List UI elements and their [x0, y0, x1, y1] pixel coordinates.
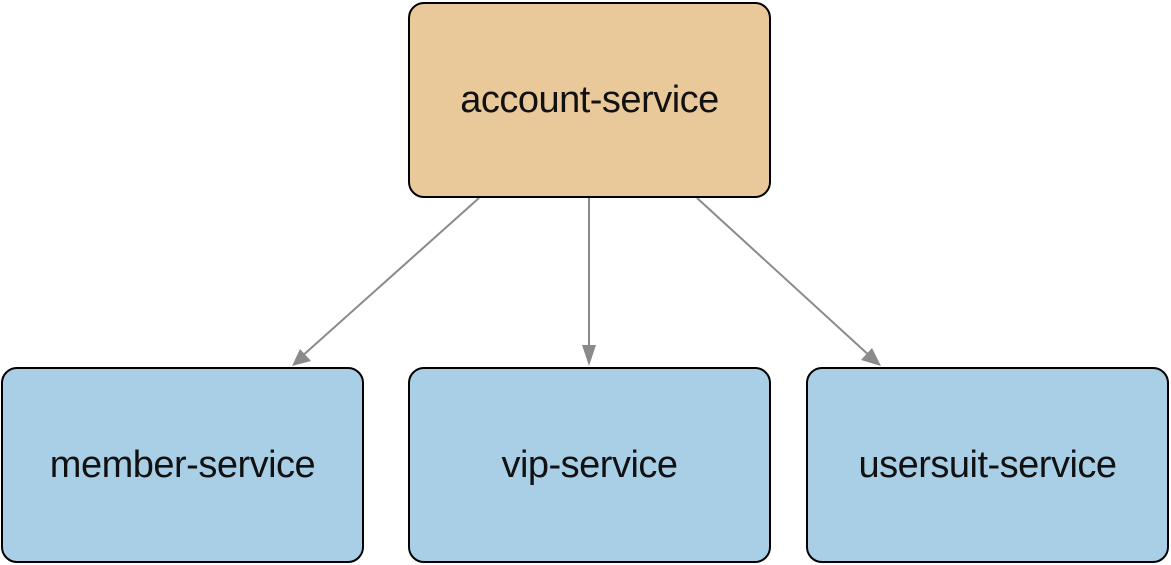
edge-account-to-usersuit: [696, 197, 881, 366]
member-service-node[interactable]: member-service: [1, 367, 364, 563]
usersuit-service-node[interactable]: usersuit-service: [806, 367, 1169, 563]
usersuit-service-label: usersuit-service: [858, 443, 1117, 486]
member-service-label: member-service: [49, 443, 316, 486]
edge-account-to-member: [292, 197, 480, 366]
account-service-node[interactable]: account-service: [408, 2, 771, 198]
vip-service-node[interactable]: vip-service: [408, 367, 771, 563]
account-service-label: account-service: [460, 78, 719, 121]
vip-service-label: vip-service: [501, 443, 678, 486]
edge-account-to-vip: [582, 198, 596, 366]
